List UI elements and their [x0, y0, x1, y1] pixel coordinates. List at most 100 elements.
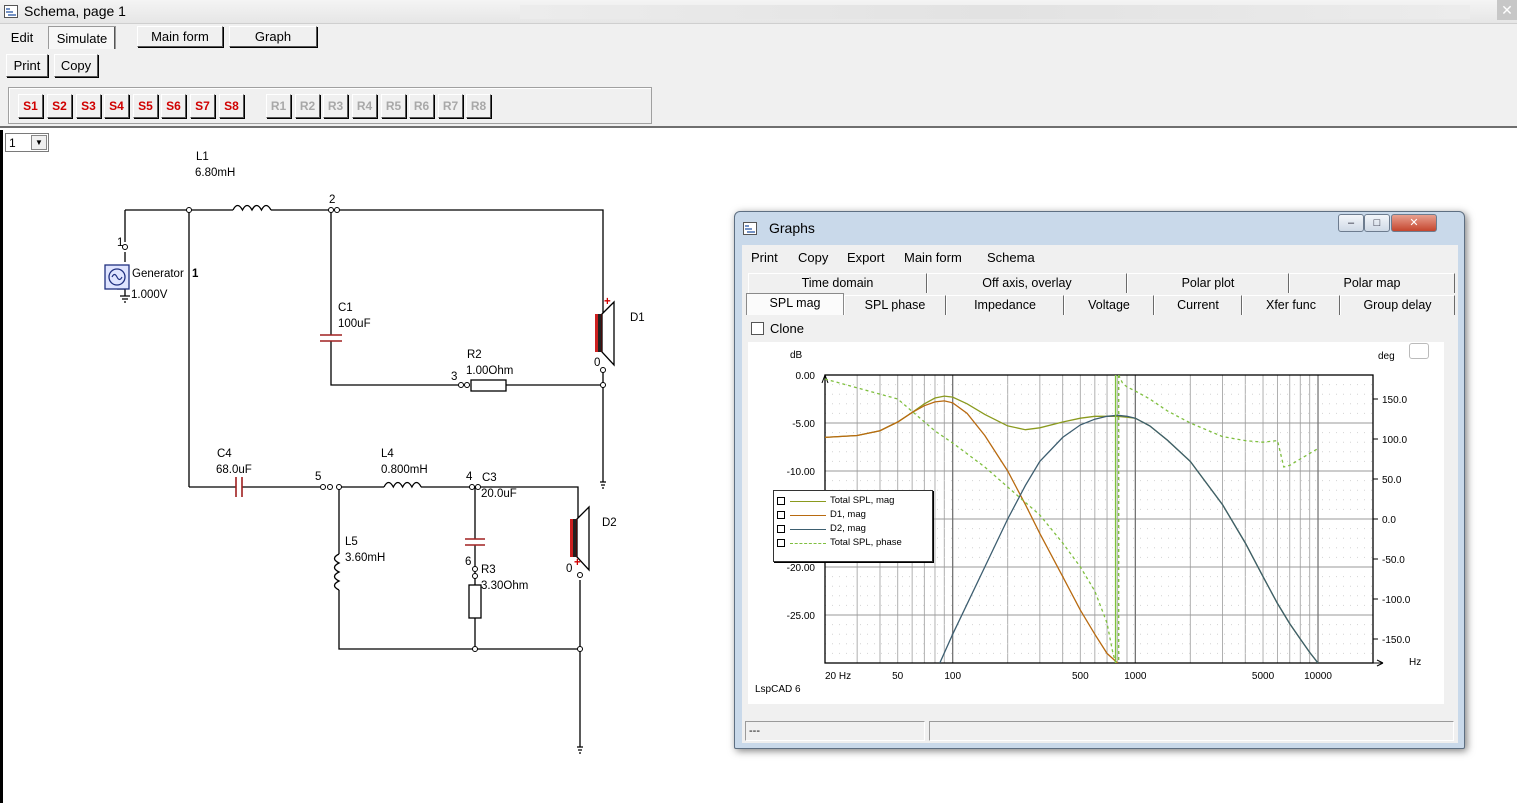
- legend-label: Total SPL, phase: [830, 537, 902, 548]
- snapshot-button-s5[interactable]: S5: [133, 94, 158, 118]
- x-axis-arrow: [1373, 659, 1384, 667]
- main-form-button[interactable]: Main form: [137, 26, 223, 47]
- tab-impedance[interactable]: Impedance: [946, 295, 1064, 315]
- tab-xfer-func[interactable]: Xfer func: [1242, 295, 1340, 315]
- y-axis-label: dB: [790, 350, 803, 361]
- legend-item: Total SPL, phase: [777, 537, 931, 550]
- print-button[interactable]: Print: [6, 54, 48, 77]
- copy-button[interactable]: Copy: [54, 54, 98, 77]
- minimize-icon: –: [1347, 217, 1355, 229]
- menu-copy[interactable]: Copy: [798, 250, 829, 265]
- graphs-close-button[interactable]: ✕: [1391, 214, 1437, 232]
- graphs-client-area: Print Copy Export Main form Schema Time …: [742, 245, 1458, 743]
- snapshot-button-s8[interactable]: S8: [219, 94, 244, 118]
- legend-item: D1, mag: [777, 509, 931, 522]
- recall-button-r5[interactable]: R5: [381, 94, 406, 118]
- status-cell-2: [929, 721, 1454, 741]
- x-tick-label: 20 Hz: [825, 671, 851, 682]
- legend-checkbox[interactable]: [777, 525, 785, 533]
- snapshot-button-s3[interactable]: S3: [76, 94, 101, 118]
- window-title: Schema, page 1: [24, 3, 126, 19]
- menu-schema[interactable]: Schema: [987, 250, 1035, 265]
- tab-polar-map[interactable]: Polar map: [1289, 273, 1455, 293]
- legend-swatch: [790, 529, 826, 530]
- chevron-down-icon[interactable]: ▼: [31, 135, 47, 150]
- tab-off-axis-overlay[interactable]: Off axis, overlay: [927, 273, 1127, 293]
- tab-time-domain[interactable]: Time domain: [748, 273, 927, 293]
- tab-current[interactable]: Current: [1154, 295, 1242, 315]
- recall-button-r1[interactable]: R1: [266, 94, 291, 118]
- status-cell: ---: [745, 721, 925, 741]
- recall-button-r7[interactable]: R7: [438, 94, 463, 118]
- plot-corner-box[interactable]: [1409, 343, 1429, 359]
- snapshot-button-s6[interactable]: S6: [161, 94, 186, 118]
- graph-button[interactable]: Graph: [229, 26, 317, 47]
- y-tick-label: -20.00: [787, 563, 816, 574]
- page-select-value: 1: [9, 136, 16, 150]
- series-line-2: [939, 414, 1319, 663]
- snapshot-button-s1[interactable]: S1: [18, 94, 43, 118]
- y-tick-label: -10.00: [787, 467, 816, 478]
- y2-tick-label: 150.0: [1382, 395, 1407, 406]
- main-toolbar: Edit Simulate Main form Graph Print Copy: [0, 24, 1517, 128]
- recall-button-r4[interactable]: R4: [352, 94, 377, 118]
- y-tick-label: -25.00: [787, 611, 816, 622]
- tab-voltage[interactable]: Voltage: [1064, 295, 1154, 315]
- graphs-window-title: Graphs: [769, 220, 815, 236]
- recall-button-r6[interactable]: R6: [409, 94, 434, 118]
- page-select[interactable]: 1 ▼: [5, 133, 49, 152]
- clone-label: Clone: [770, 321, 804, 336]
- y2-tick-label: -50.0: [1382, 555, 1405, 566]
- menu-print[interactable]: Print: [751, 250, 778, 265]
- window-titlebar: Schema, page 1 ✕: [0, 0, 1517, 24]
- clone-checkbox[interactable]: [751, 322, 764, 335]
- legend-label: D2, mag: [830, 523, 866, 534]
- menu-export[interactable]: Export: [847, 250, 885, 265]
- legend-checkbox[interactable]: [777, 511, 785, 519]
- y2-axis-label: deg: [1378, 351, 1395, 362]
- recall-button-r2[interactable]: R2: [295, 94, 320, 118]
- y2-tick-label: 0.0: [1382, 515, 1396, 526]
- x-tick-label: 5000: [1252, 671, 1275, 682]
- snapshot-button-s4[interactable]: S4: [104, 94, 129, 118]
- y2-tick-label: -100.0: [1382, 595, 1411, 606]
- tab-spl-phase[interactable]: SPL phase: [844, 295, 946, 315]
- tab-simulate[interactable]: Simulate: [48, 26, 116, 49]
- tab-edit[interactable]: Edit: [10, 30, 34, 45]
- snapshot-button-s2[interactable]: S2: [47, 94, 72, 118]
- recall-button-r3[interactable]: R3: [323, 94, 348, 118]
- tab-spl-mag[interactable]: SPL mag: [746, 293, 844, 315]
- close-icon: ✕: [1409, 217, 1419, 229]
- y2-tick-label: 100.0: [1382, 435, 1407, 446]
- x-tick-label: 1000: [1124, 671, 1147, 682]
- y2-tick-label: -150.0: [1382, 635, 1411, 646]
- y2-tick-label: 50.0: [1382, 475, 1402, 486]
- menu-main-form[interactable]: Main form: [904, 250, 962, 265]
- minimize-button[interactable]: –: [1338, 214, 1364, 232]
- tab-polar-plot[interactable]: Polar plot: [1127, 273, 1289, 293]
- x-tick-label: 50: [892, 671, 904, 682]
- legend-checkbox[interactable]: [777, 539, 785, 547]
- window-close-button[interactable]: ✕: [1497, 0, 1517, 20]
- recall-button-r8[interactable]: R8: [466, 94, 491, 118]
- app-icon: [743, 222, 757, 235]
- legend-checkbox[interactable]: [777, 497, 785, 505]
- legend-swatch: [790, 515, 826, 516]
- series-line-1: [825, 400, 1119, 663]
- graphs-window: Graphs – □ ✕ Print Copy Export Main form…: [734, 211, 1465, 749]
- x-tick-label: 500: [1072, 671, 1089, 682]
- snapshot-button-s7[interactable]: S7: [190, 94, 215, 118]
- snapshot-button-group: [8, 87, 652, 124]
- x-tick-label: 10000: [1304, 671, 1332, 682]
- legend-swatch: [790, 501, 826, 502]
- maximize-button[interactable]: □: [1364, 214, 1390, 232]
- close-icon: ✕: [1501, 2, 1513, 18]
- tab-group-delay[interactable]: Group delay: [1340, 295, 1455, 315]
- legend-item: D2, mag: [777, 523, 931, 536]
- legend-item: Total SPL, mag: [777, 495, 931, 508]
- plot-panel: LspCAD 6 0.00-5.00-10.00-15.00-20.00-25.…: [748, 342, 1444, 704]
- x-tick-label: 100: [944, 671, 961, 682]
- legend-swatch: [790, 543, 826, 544]
- graphs-statusbar: ---: [742, 717, 1458, 743]
